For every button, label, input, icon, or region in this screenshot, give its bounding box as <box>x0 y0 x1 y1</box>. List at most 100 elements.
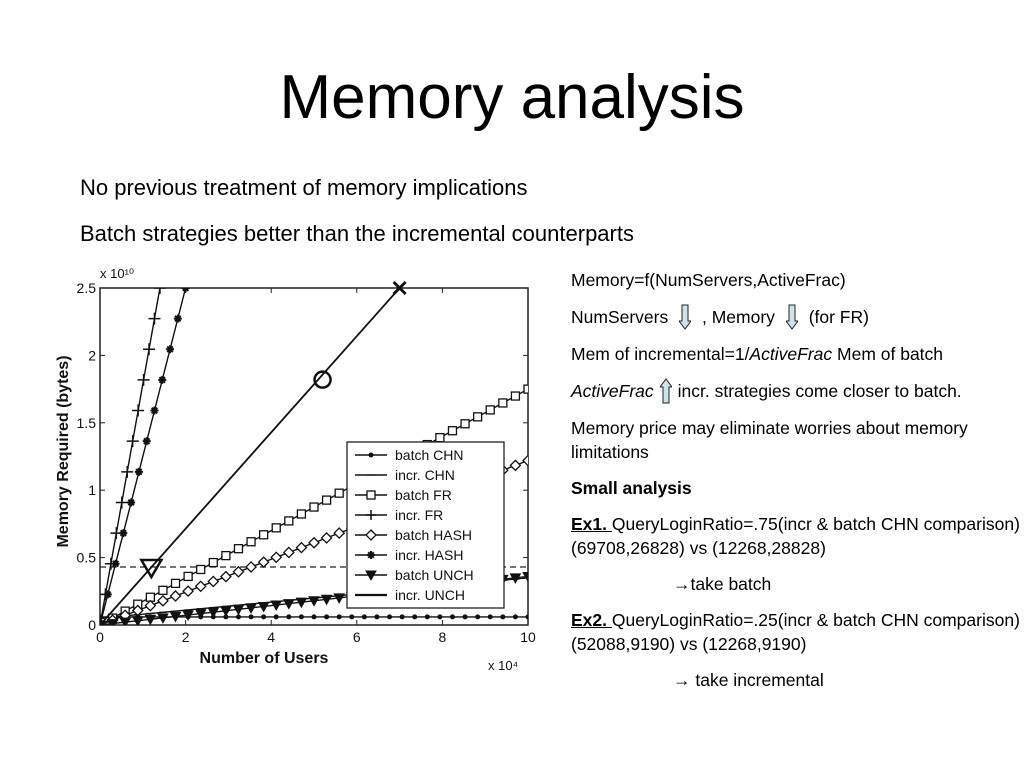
arrow-up-icon <box>659 378 672 404</box>
point-batch-fr <box>309 502 319 512</box>
series-line-incr-unch <box>100 288 401 625</box>
point-batch-fr <box>221 550 231 561</box>
point-incr-hash <box>111 559 120 568</box>
point-batch-unch <box>106 619 119 625</box>
legend-marker <box>365 570 377 582</box>
point-batch-hash <box>131 604 144 617</box>
ex2-label: Ex2. <box>571 610 612 630</box>
point-batch-unch <box>522 571 528 583</box>
point-batch-unch <box>257 601 270 613</box>
point-batch-fr <box>334 488 344 498</box>
note-ex1: Ex1. QueryLoginRatio=.75(incr & batch CH… <box>571 512 1021 560</box>
ex1-result: →take batch <box>673 574 772 594</box>
point-incr-hash <box>158 375 167 384</box>
point-batch-hash <box>169 590 182 602</box>
large-circle-marker <box>313 370 332 389</box>
arrow-down-icon <box>679 304 692 330</box>
point-batch-hash <box>144 599 157 612</box>
point-incr-hash <box>134 467 143 476</box>
point-batch-hash <box>207 575 220 588</box>
note-mem-incremental-b: ActiveFrac <box>749 344 833 364</box>
ex2-result: → take incremental <box>673 670 824 690</box>
x-tick-label: 10 <box>520 629 536 645</box>
point-batch-hash <box>320 532 333 544</box>
point-incr-fr <box>121 465 134 478</box>
legend-box <box>346 441 505 609</box>
point-batch-unch <box>207 607 220 619</box>
point-batch-chn <box>500 614 506 620</box>
legend-label: batch CHN <box>395 447 463 463</box>
note-for-fr: (for FR) <box>808 307 869 327</box>
point-incr-hash <box>127 498 136 507</box>
point-batch-unch <box>144 614 157 625</box>
point-batch-fr <box>258 530 269 540</box>
point-batch-unch <box>270 600 283 612</box>
y-tick-label: 0 <box>88 617 96 633</box>
point-batch-unch <box>333 593 346 604</box>
point-incr-fr <box>132 404 145 417</box>
point-batch-fr <box>158 585 168 595</box>
point-batch-fr <box>435 433 445 443</box>
point-batch-chn <box>424 614 430 620</box>
point-batch-fr <box>485 405 495 415</box>
point-incr-hash <box>150 406 159 415</box>
point-batch-hash <box>308 536 320 549</box>
legend-marker <box>368 452 374 458</box>
point-batch-hash <box>295 541 308 554</box>
point-batch-chn <box>512 614 518 620</box>
y-tick-label: 2 <box>88 347 96 363</box>
legend-label: batch FR <box>395 487 452 503</box>
note-mem-incremental: Mem of incremental=1/ActiveFrac Mem of b… <box>571 342 1021 366</box>
note-numservers: NumServers , Memory (for FR) <box>571 304 1021 330</box>
point-batch-fr <box>284 516 294 526</box>
point-batch-fr <box>246 537 256 547</box>
point-batch-fr <box>510 391 521 401</box>
point-batch-fr <box>523 384 528 394</box>
point-incr-fr <box>115 496 128 509</box>
legend-marker <box>366 490 376 500</box>
note-activefrac-label: ActiveFrac <box>571 381 654 401</box>
point-incr-fr <box>143 343 156 356</box>
large-cross-marker <box>392 280 407 296</box>
note-memory-function: Memory=f(NumServers,ActiveFrac) <box>571 270 846 290</box>
point-batch-chn <box>311 614 317 620</box>
point-batch-hash <box>333 527 346 540</box>
point-batch-chn <box>412 614 418 620</box>
point-batch-hash <box>282 546 295 559</box>
point-batch-chn <box>298 614 304 620</box>
series-line-incr-hash <box>100 288 187 625</box>
point-batch-chn <box>336 614 342 620</box>
point-incr-hash <box>173 314 182 323</box>
point-batch-hash <box>219 570 232 583</box>
point-batch-unch <box>509 573 522 584</box>
arrow-down-icon <box>785 304 798 330</box>
point-batch-hash <box>157 594 169 607</box>
point-batch-unch <box>245 603 257 614</box>
point-batch-chn <box>361 614 367 620</box>
point-batch-unch <box>169 611 182 623</box>
point-batch-unch <box>232 604 245 616</box>
note-memory-price: Memory price may eliminate worries about… <box>571 418 968 462</box>
point-batch-chn <box>286 614 292 620</box>
point-batch-fr <box>196 564 206 575</box>
point-batch-hash <box>257 556 270 569</box>
y-tick-label: 0.5 <box>77 550 97 566</box>
point-batch-unch <box>157 613 169 624</box>
point-batch-fr <box>321 495 332 505</box>
point-batch-chn <box>261 614 267 620</box>
point-batch-fr <box>447 426 458 436</box>
point-batch-chn <box>248 614 254 620</box>
point-batch-unch <box>119 617 132 625</box>
point-batch-hash <box>182 585 195 598</box>
point-incr-fr <box>148 312 161 325</box>
large-triangle-marker <box>139 558 164 580</box>
y-tick-label: 1 <box>88 482 96 498</box>
point-batch-chn <box>324 614 330 620</box>
note-mem-incremental-c: Mem of batch <box>832 344 944 364</box>
point-incr-hash <box>119 529 128 538</box>
point-batch-unch <box>282 599 295 610</box>
legend-label: batch HASH <box>395 527 472 543</box>
point-batch-hash <box>194 580 207 593</box>
legend-label: incr. UNCH <box>395 587 465 603</box>
